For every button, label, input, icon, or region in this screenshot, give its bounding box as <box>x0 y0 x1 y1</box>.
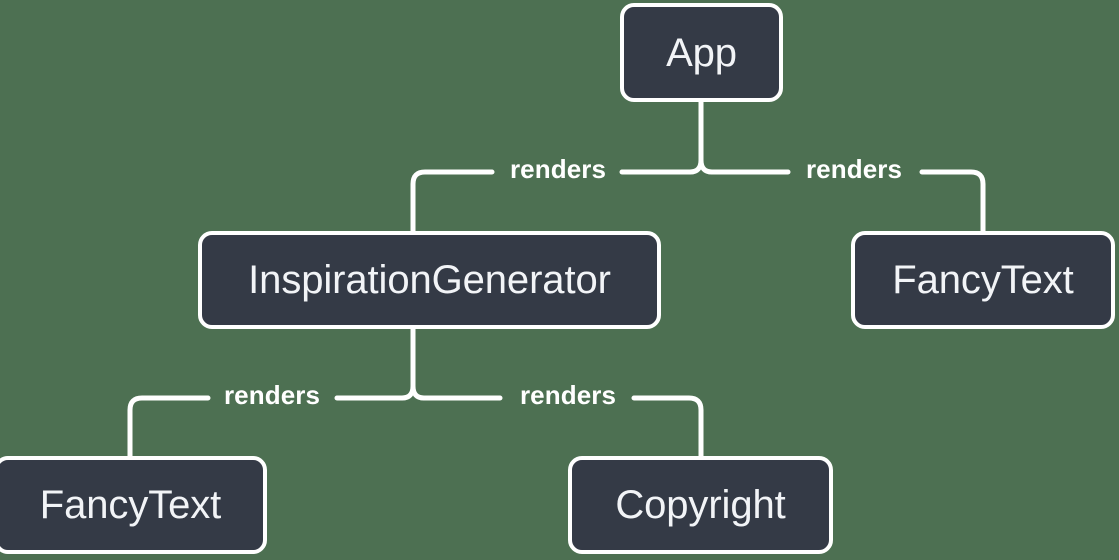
edge-label-app-to-inspiration-generator: renders <box>509 154 607 184</box>
node-app-label: App <box>666 30 737 75</box>
edge-app-to-inspiration-drop <box>410 169 495 234</box>
edge-inspiration-to-copyright-drop <box>631 395 704 459</box>
node-inspiration-generator[interactable]: InspirationGenerator <box>198 231 661 329</box>
node-copyright-label: Copyright <box>615 483 786 527</box>
edge-label-inspiration-generator-to-fancytext: renders <box>223 380 321 410</box>
node-app[interactable]: App <box>620 3 783 102</box>
node-fancytext-bottom-left-label: FancyText <box>39 483 222 527</box>
edge-app-to-fancytext-right-drop <box>919 169 986 234</box>
edge-label-inspiration-generator-to-copyright: renders <box>519 380 617 410</box>
edge-inspiration-to-fancytext-drop <box>127 395 211 459</box>
node-inspiration-generator-label: InspirationGenerator <box>248 258 611 302</box>
node-fancytext-right[interactable]: FancyText <box>851 231 1115 329</box>
node-copyright[interactable]: Copyright <box>568 456 833 554</box>
node-fancytext-right-label: FancyText <box>892 258 1074 302</box>
edge-label-app-to-fancytext-right: renders <box>805 154 903 184</box>
node-fancytext-bottom-left[interactable]: FancyText <box>0 456 267 554</box>
